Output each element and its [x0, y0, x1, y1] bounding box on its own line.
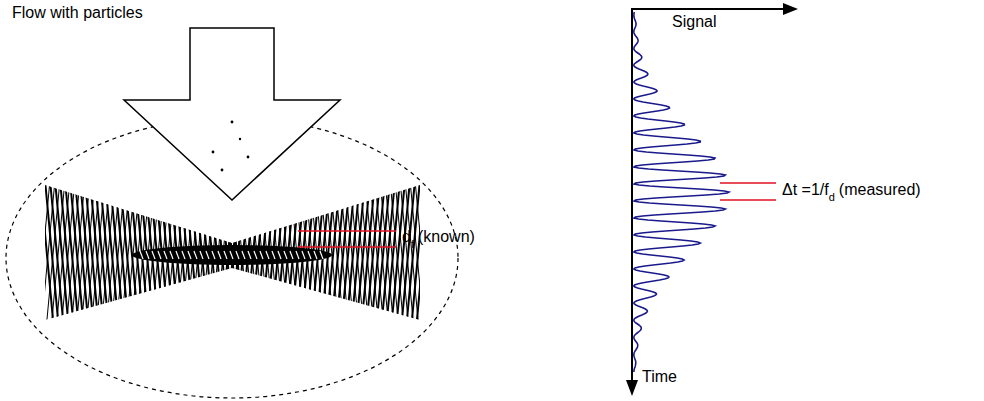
- annotation-label: (measured): [839, 181, 921, 199]
- heading-label: Flow with particles: [12, 4, 143, 22]
- axis-label: Signal: [672, 13, 716, 31]
- formula-label: Δt =1/f: [782, 181, 829, 199]
- fringe-spacing-marker: [298, 230, 396, 232]
- fringe-pattern: [132, 245, 332, 265]
- period-marker: [720, 182, 776, 184]
- subscript: d: [829, 191, 835, 204]
- flow-arrow: [124, 28, 340, 200]
- period-marker: [720, 199, 776, 201]
- doppler-burst: [634, 12, 729, 372]
- axis-arrowhead: [783, 3, 798, 15]
- axis-arrowhead: [626, 380, 638, 396]
- symbol-label: d: [402, 228, 411, 246]
- signal-axis: [632, 8, 785, 10]
- axis-label: Time: [642, 368, 677, 386]
- particles: [212, 121, 250, 172]
- fringe-spacing-marker: [298, 246, 396, 248]
- laser-beams: [26, 180, 444, 330]
- subscript: f: [411, 238, 414, 251]
- annotation-label: (known): [418, 228, 475, 246]
- time-axis: [631, 8, 633, 392]
